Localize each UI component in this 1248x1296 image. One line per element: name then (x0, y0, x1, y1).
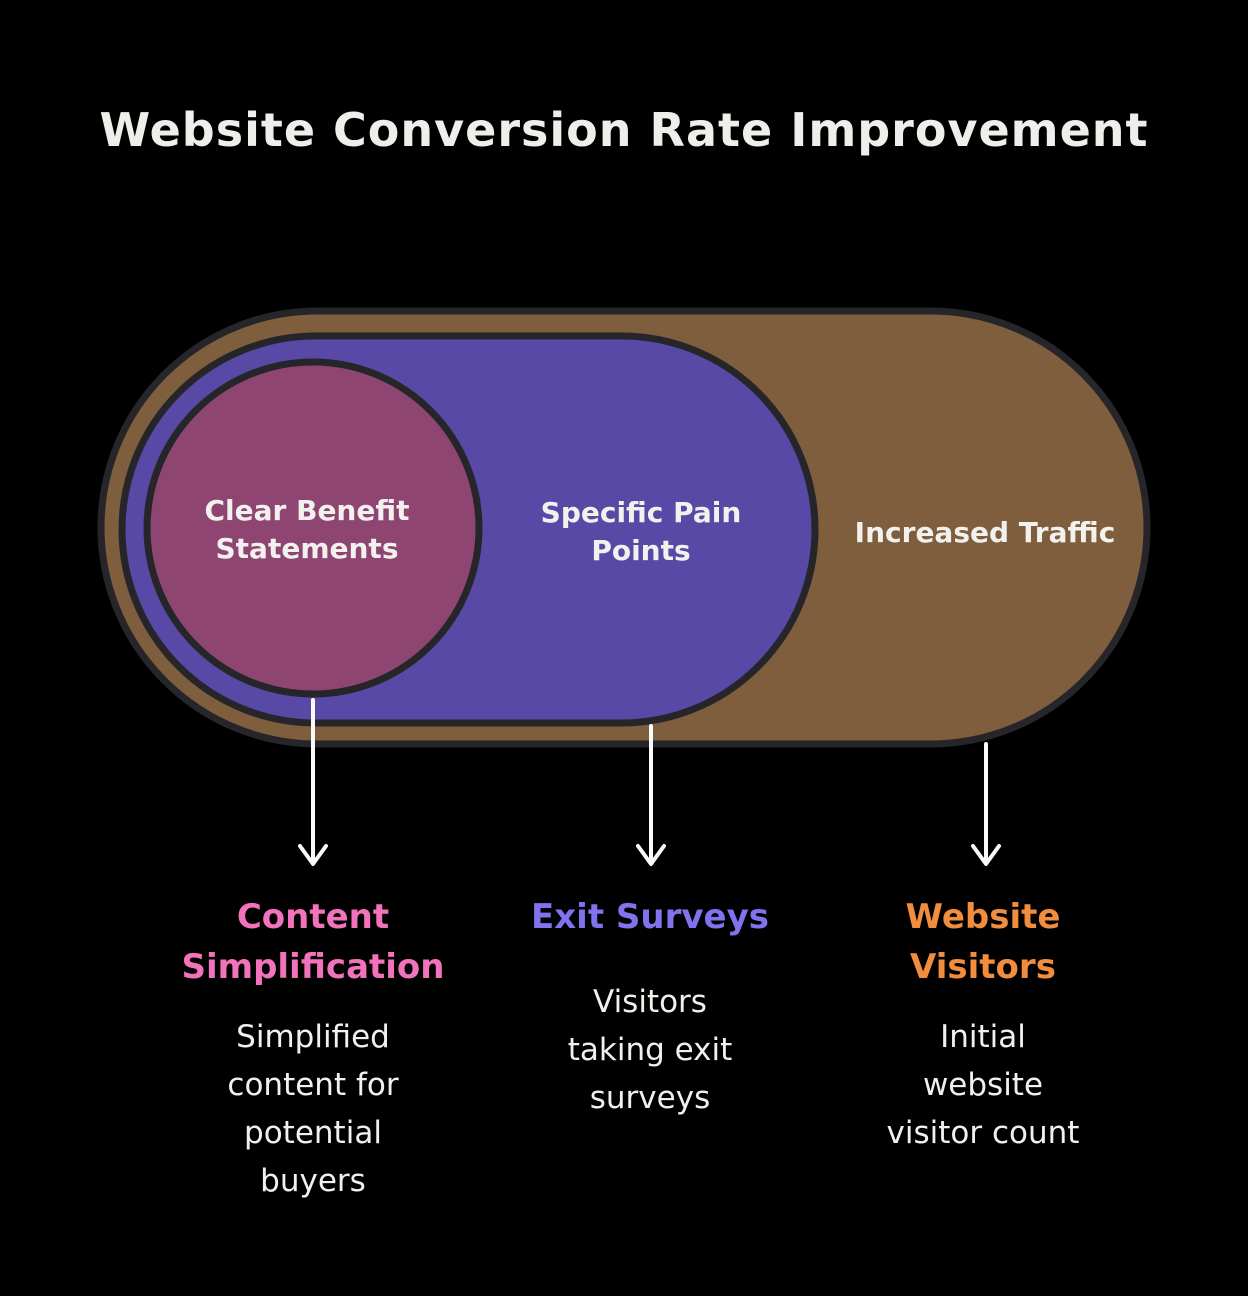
arrow-down-icon-1 (298, 698, 328, 866)
arrow-down-icon-2 (636, 724, 666, 866)
inner-layer-shape (143, 358, 483, 698)
middle-layer-label: Specific Pain Points (540, 496, 742, 567)
callout-heading-exit-surveys: Exit Surveys (531, 897, 769, 937)
callout-body-content-simplification: Simplified content for potential buyers (227, 1019, 399, 1199)
connector-arrows (298, 698, 1001, 866)
callout-body-exit-surveys: Visitors taking exit surveys (567, 984, 733, 1116)
callout-heading-website-visitors: Website Visitors (905, 897, 1061, 987)
inner-layer-label: Clear Benefit Statements (204, 494, 410, 565)
callout-body-website-visitors: Initial website visitor count (886, 1019, 1080, 1151)
callout-heading-content-simplification: Content Simplification (181, 897, 445, 987)
diagram-title: Website Conversion Rate Improvement (99, 103, 1149, 157)
arrow-down-icon-3 (971, 742, 1001, 866)
outer-layer-label: Increased Traffic (854, 516, 1116, 549)
